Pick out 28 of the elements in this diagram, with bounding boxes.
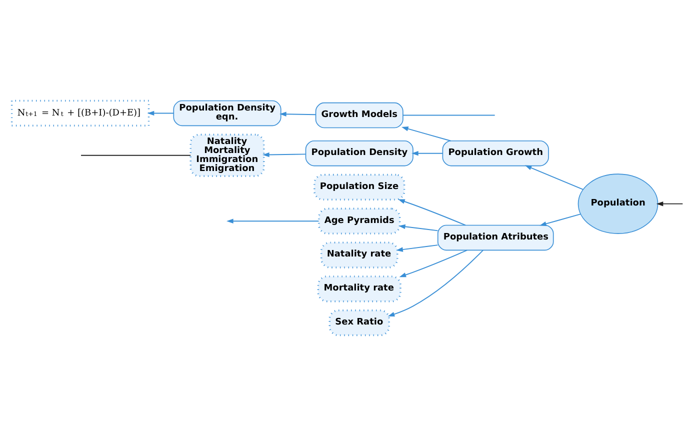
arrow [402, 126, 452, 141]
connector [402, 114, 496, 116]
arrow [280, 111, 316, 116]
node-box: Natality Mortality Immigration Emigration [190, 133, 265, 177]
arrow [396, 244, 438, 252]
node-box: Population Growth [442, 140, 549, 166]
arrow [398, 224, 438, 231]
node-box: Natality rate [320, 241, 398, 268]
node-box: Age Pyramids [318, 207, 401, 234]
node-box: Mortality rate [317, 275, 402, 302]
arrow [656, 200, 684, 206]
arrow [147, 110, 174, 116]
connector [80, 154, 192, 156]
node-box: Sex Ratio [328, 308, 390, 336]
arrow [524, 164, 584, 190]
arrow [388, 249, 484, 316]
node-box: Population Density eqn. [173, 100, 282, 126]
arrow [399, 249, 468, 277]
arrow [540, 213, 582, 226]
node-box: Population Density [305, 140, 414, 166]
node-box: Population Atributes [437, 224, 554, 250]
arrow [398, 198, 466, 226]
arrow [262, 152, 306, 157]
arrow [226, 218, 320, 223]
node-box: Growth Models [315, 102, 404, 128]
node-ellipse: Population [578, 173, 658, 234]
arrow [412, 150, 444, 156]
node-box: Population Size [314, 173, 406, 200]
